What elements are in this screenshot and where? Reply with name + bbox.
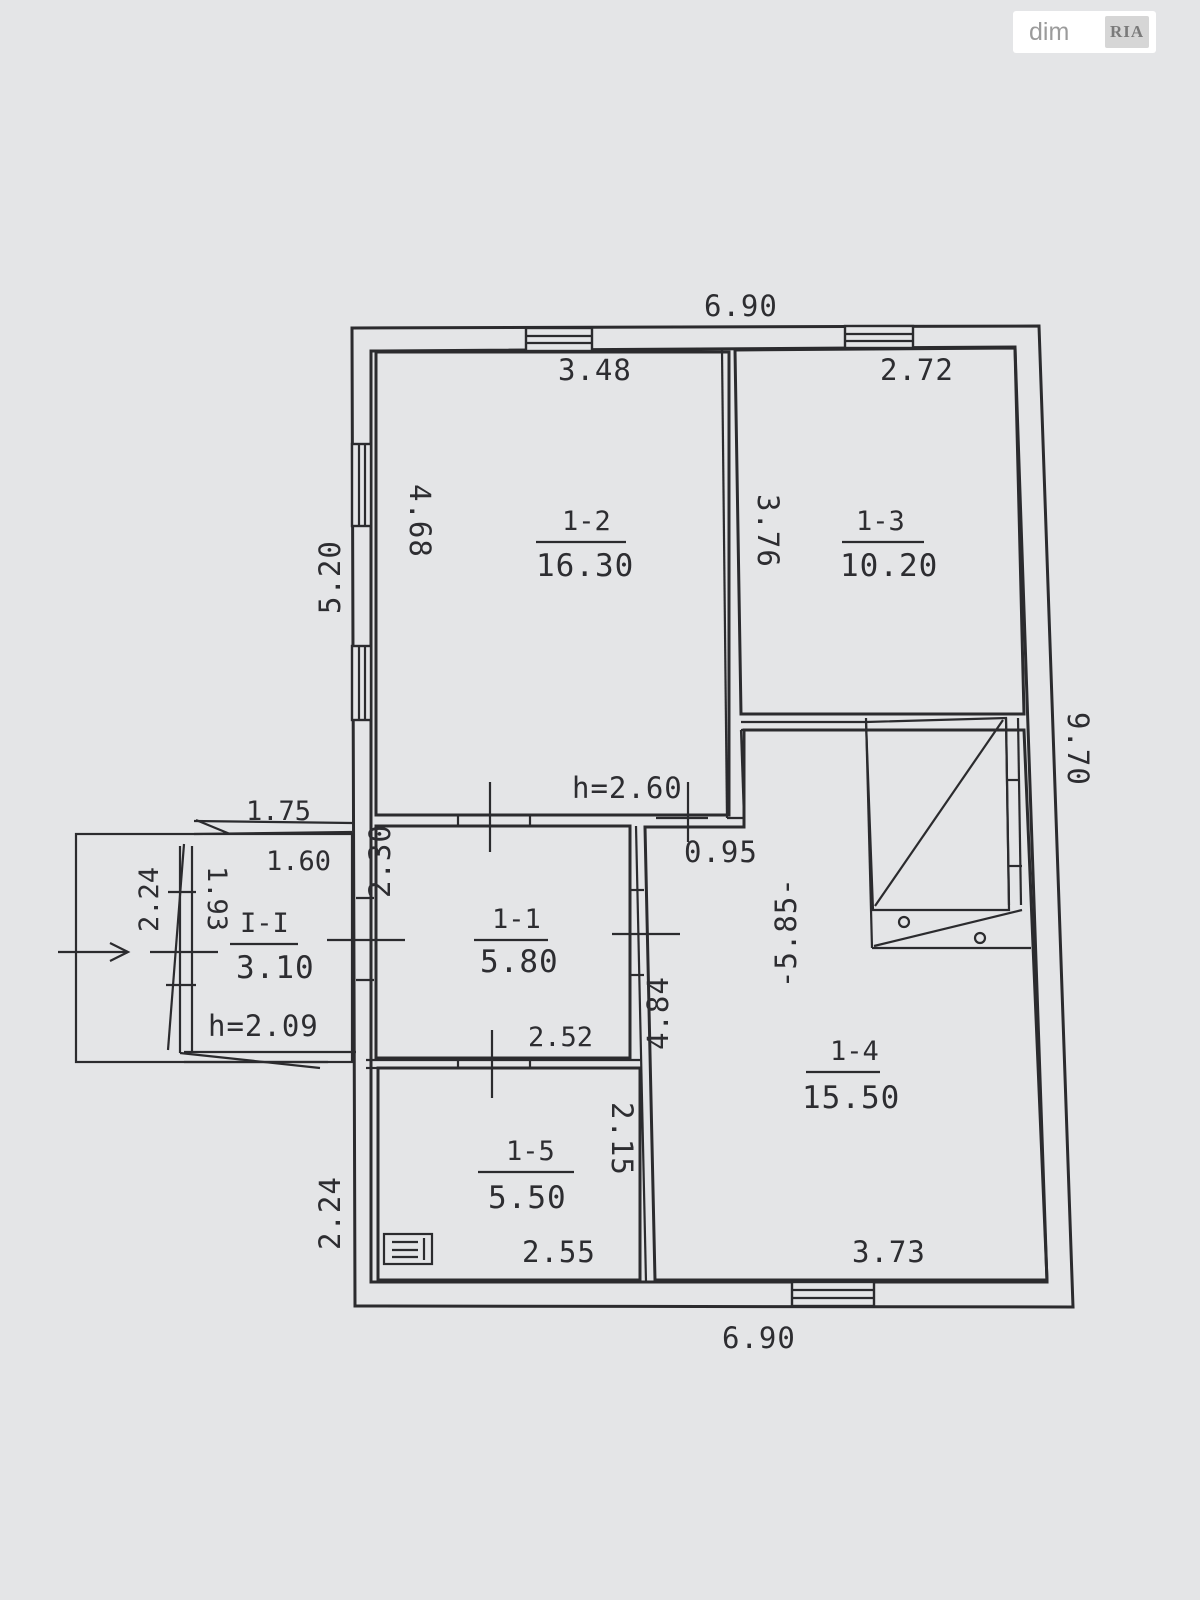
room-1-5-area: 5.50 (488, 1180, 567, 1216)
partition-wall (634, 825, 648, 1283)
room-1-4-diagonal: -5.85- (769, 877, 803, 988)
window (350, 644, 373, 722)
room-1-5-width: 2.55 (522, 1235, 596, 1269)
stair-line (864, 717, 874, 949)
stair-diagonal (874, 719, 1004, 907)
room-1-2-area: 16.30 (536, 548, 634, 584)
room-1-5-id: 1-5 (506, 1136, 555, 1167)
room-1-4-area: 15.50 (802, 1080, 900, 1116)
overall-width-bottom: 6.90 (722, 1321, 796, 1355)
overall-length: 9.70 (1061, 712, 1095, 786)
dim-ria-logo: dim RIA (1013, 11, 1156, 53)
stair-mark (973, 931, 987, 945)
doorway-width: 0.95 (684, 835, 758, 869)
room-1-2-length: 4.68 (403, 484, 437, 558)
room-1-1-length: 2.30 (363, 824, 397, 898)
porch-area: 3.10 (236, 950, 315, 986)
room-1-2-id: 1-2 (562, 506, 611, 537)
room-1-3-area: 10.20 (840, 548, 938, 584)
porch-id: I-I (240, 908, 289, 939)
room-1-1-width: 2.52 (528, 1022, 593, 1053)
room-1-1-id: 1-1 (492, 904, 541, 935)
room-1-4-outline (643, 728, 1049, 1282)
porch-wall (193, 819, 353, 825)
porch-inner-length: 1.93 (201, 866, 232, 931)
porch-inner-width: 1.60 (266, 846, 331, 877)
porch-outer-width: 1.75 (246, 796, 311, 827)
porch-wall (166, 843, 186, 1051)
room-1-3-length: 3.76 (751, 494, 785, 568)
ceiling-height-porch: h=2.09 (208, 1009, 319, 1043)
left-wall-upper: 5.20 (313, 540, 347, 614)
room-1-1-area: 5.80 (480, 944, 559, 980)
stair-line (1016, 717, 1023, 906)
room-1-3-outline (733, 346, 1026, 716)
porch-wall (193, 830, 353, 836)
window (790, 1280, 876, 1308)
room-1-2-width: 3.48 (558, 353, 632, 387)
room-1-5-length: 2.15 (605, 1102, 639, 1176)
stair-mark (897, 915, 911, 929)
room-1-4-id: 1-4 (830, 1036, 879, 1067)
room-1-4-width: 3.73 (852, 1235, 926, 1269)
stair-line (1004, 717, 1011, 906)
window (350, 442, 373, 528)
stove-icon (382, 1232, 434, 1266)
stair-diagonal (873, 908, 1023, 948)
entrance-arrow (109, 942, 131, 962)
outer-wall-outer-line (350, 324, 1075, 1309)
logo-dim-text: dim (1029, 17, 1070, 46)
room-1-1-outline (374, 824, 632, 1060)
window (524, 326, 594, 353)
room-1-4-length: 4.84 (641, 976, 675, 1050)
porch-outer-length: 2.24 (134, 867, 165, 932)
room-1-3-id: 1-3 (856, 506, 905, 537)
logo-ria-text: RIA (1105, 16, 1150, 48)
room-1-5-outline (376, 1066, 642, 1282)
overall-width-top: 6.90 (704, 289, 778, 323)
porch-wall (179, 1051, 321, 1070)
left-wall-lower: 2.24 (313, 1176, 347, 1250)
partition-wall (720, 349, 729, 819)
room-1-3-width: 2.72 (880, 353, 954, 387)
window (843, 324, 915, 350)
stair-box (864, 716, 1011, 912)
ceiling-height-main: h=2.60 (572, 771, 683, 805)
porch-wall (195, 818, 231, 836)
